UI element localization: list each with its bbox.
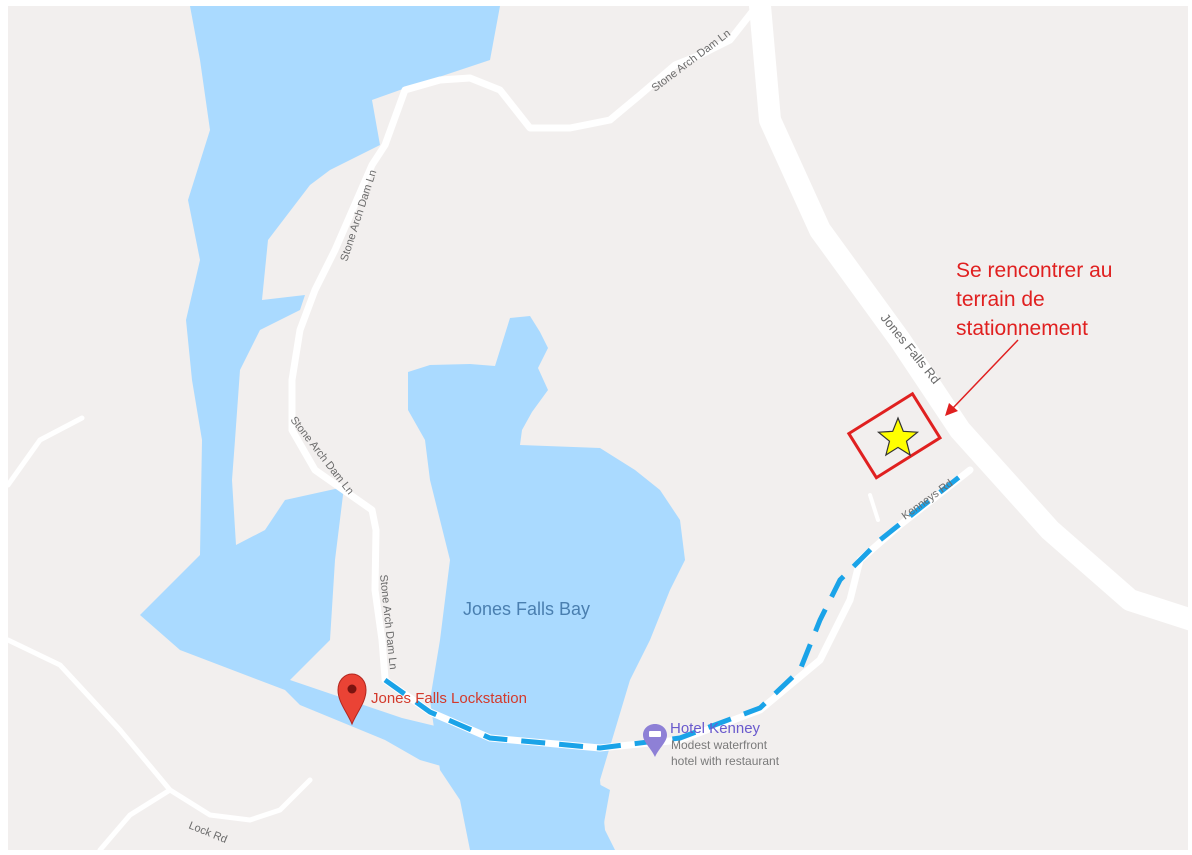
star-icon [876, 416, 920, 457]
stone-arch-dam-ln [288, 8, 756, 682]
left-minor-road [5, 415, 85, 488]
parking-marker[interactable] [846, 391, 943, 480]
annotation-line-1: Se rencontrer au [956, 259, 1113, 282]
hotel-name-label: Hotel Kenney [670, 720, 761, 737]
water-label: Jones Falls Bay [463, 599, 590, 619]
parking-spur [868, 493, 880, 522]
parking-box [846, 391, 943, 480]
hotel-pin-icon [643, 724, 667, 757]
lock-rd-west [97, 787, 173, 853]
map-pin-icon [337, 673, 367, 726]
hotel-desc-line2: hotel with restaurant [671, 754, 780, 768]
hotel-marker[interactable]: Hotel Kenney Modest waterfront hotel wit… [643, 720, 780, 768]
lockstation-label: Jones Falls Lockstation [371, 690, 527, 707]
hotel-desc-line1: Modest waterfront [671, 738, 768, 752]
lock-rd [5, 637, 313, 823]
water-bodies [140, 6, 685, 850]
walking-route [383, 468, 970, 751]
jones-falls-rd [749, 0, 1192, 631]
lockstation-marker[interactable]: Jones Falls Lockstation [337, 673, 527, 726]
annotation-line-2: terrain de [956, 288, 1045, 311]
annotation-arrow [945, 339, 1019, 416]
meeting-annotation: Se rencontrer au terrain de stationnemen… [956, 256, 1156, 343]
annotation-line-3: stationnement [956, 317, 1088, 340]
